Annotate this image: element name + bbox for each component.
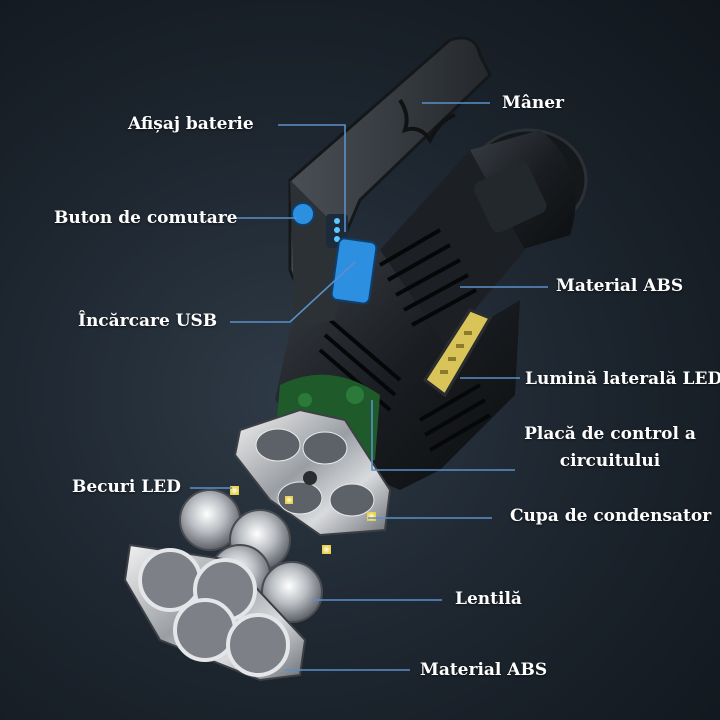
switch-button	[291, 202, 315, 226]
leader-incarcare-usb	[230, 261, 356, 323]
label-buton-comutare: Buton de comutare	[54, 208, 238, 228]
leader-afisaj-baterie	[278, 124, 346, 232]
label-placa-control-line1: Placă de control a	[524, 424, 696, 444]
leader-placa-control	[371, 400, 515, 471]
label-becuri-led: Becuri LED	[72, 477, 181, 497]
label-placa-control-line2: circuitului	[559, 451, 661, 471]
usb-port-cover	[330, 237, 378, 305]
leader-lines	[190, 102, 548, 671]
flashlight-barrel	[380, 128, 588, 345]
label-cupa-condensator: Cupa de condensator	[510, 506, 712, 526]
front-cover	[123, 543, 307, 682]
label-lumina-laterala: Lumină laterală LED	[525, 369, 720, 389]
label-maner: Mâner	[502, 93, 564, 113]
led-chips	[230, 486, 376, 554]
label-lentila: Lentilă	[455, 589, 522, 609]
label-material-abs-top: Material ABS	[556, 276, 684, 296]
label-material-abs-bottom: Material ABS	[420, 660, 548, 680]
label-afisaj-baterie: Afișaj baterie	[128, 114, 254, 134]
handle	[288, 36, 492, 330]
reflector-cup	[233, 408, 392, 537]
label-incarcare-usb: Încărcare USB	[78, 311, 218, 331]
side-led-panel	[422, 308, 493, 398]
